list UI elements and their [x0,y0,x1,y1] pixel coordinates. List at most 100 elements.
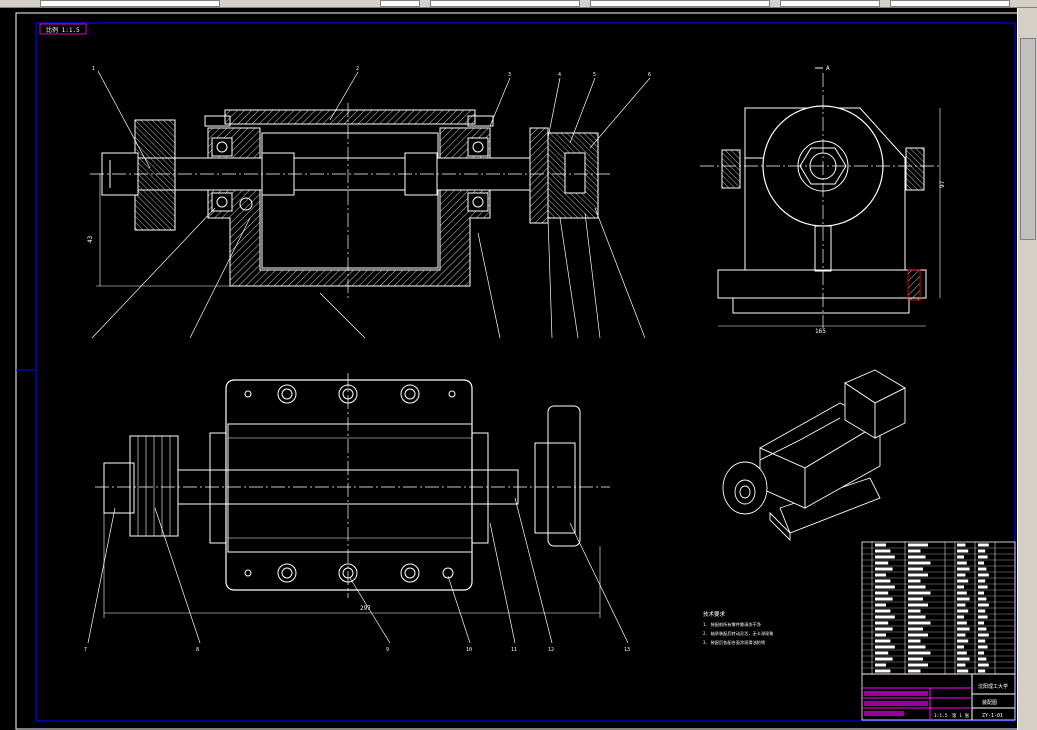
toolbar-plotstyle-dropdown[interactable] [890,0,1010,7]
svg-text:装配图: 装配图 [982,699,997,706]
parts-list-cell-text [978,549,986,553]
parts-list-cell-text [957,591,967,595]
parts-list-cell-text [908,669,921,673]
parts-list-cell-text [908,579,921,583]
parts-list-cell-text [875,615,895,619]
parts-list-cell-text [978,639,986,643]
parts-list-cell-text [908,609,921,613]
svg-text:1. 装配前所有零件需清洗干净: 1. 装配前所有零件需清洗干净 [703,621,761,628]
parts-list-cell-text [957,651,967,655]
parts-list-cell-text [957,543,966,547]
svg-text:2. 轴承装配后转动灵活，无卡滞现象: 2. 轴承装配后转动灵活，无卡滞现象 [703,630,773,637]
parts-list-cell-text [908,645,926,649]
parts-list-cell-text [957,579,969,583]
parts-list-cell-text [957,561,967,565]
front-section-view: 43 [87,103,610,298]
svg-text:1:1.5: 1:1.5 [934,713,948,719]
parts-list-cell-text [957,633,966,637]
parts-list-cell-text [957,639,969,643]
parts-list-cell-text [875,543,886,547]
parts-list-table [861,541,1016,675]
parts-list-cell-text [908,633,928,637]
parts-list-cell-text [875,573,886,577]
parts-list-cell-text [908,657,923,661]
toolbar-button[interactable] [380,0,420,7]
svg-text:第 1 张: 第 1 张 [952,712,970,719]
vertical-scrollbar[interactable] [1017,8,1037,730]
parts-list-cell-text [957,609,969,613]
parts-list-cell-text [875,639,891,643]
parts-list-cell-text [908,543,928,547]
parts-list-cell-text [978,663,989,667]
part-number-labels-top: 1 2 3 4 5 6 [92,66,651,78]
parts-list-cell-text [908,597,923,601]
parts-list-cell-text [978,555,988,559]
cad-drawing-canvas[interactable]: 比例 1:1.5 43 [0,8,1037,730]
toolbar-layer-dropdown[interactable] [40,0,220,7]
isometric-view [722,369,906,542]
toolbar-linetype-dropdown[interactable] [590,0,770,7]
parts-list-cell-text [957,549,969,553]
parts-list-cell-text [978,657,987,661]
parts-list-cell-text [875,603,886,607]
parts-list-cell-text [908,651,931,655]
parts-list-cell-text [875,663,886,667]
parts-list-cell-text [957,615,964,619]
parts-list-cell-text [908,555,926,559]
parts-list-cell-text [957,585,964,589]
parts-list-cell-text [908,663,928,667]
parts-list-cell-text [957,645,964,649]
parts-list-cell-text [875,579,891,583]
parts-list-cell-text [978,573,989,577]
scrollbar-thumb[interactable] [1020,38,1036,240]
parts-list-cell-text [957,555,964,559]
parts-list-cell-text [908,585,926,589]
parts-list-cell-text [978,609,986,613]
svg-text:6: 6 [648,72,651,78]
parts-list-cell-text [978,603,989,607]
leader-lines-top [91,70,651,339]
parts-list-cell-text [978,561,984,565]
parts-list-cell-text [875,549,891,553]
parts-list-cell-text [908,621,931,625]
parts-list-cell-text [875,561,889,565]
side-view: 97 165 A [700,65,946,335]
corner-tag: 比例 1:1.5 [39,23,87,35]
parts-list-cell-text [908,573,928,577]
parts-list-cell-text [978,651,984,655]
parts-list-cell-text [875,591,889,595]
parts-list-cell-text [875,633,886,637]
top-view: 297 [95,373,610,618]
sheet-border-inner [35,22,1016,722]
leader-lines-bottom [87,497,629,644]
parts-list-cell-text [875,657,893,661]
parts-list-cell-text [908,639,921,643]
parts-list-cell-text [978,579,986,583]
parts-list-cell-text [957,567,970,571]
parts-list-cell-text [875,645,895,649]
svg-text:7: 7 [84,647,87,653]
parts-list-cell-text [978,669,986,673]
parts-list-cell-text [957,627,970,631]
svg-text:11: 11 [511,647,517,653]
parts-list-cell-text [978,585,988,589]
part-number-labels-bottom: 7 8 9 10 11 12 13 [84,647,630,653]
parts-list-cell-text [978,597,987,601]
svg-text:4: 4 [558,72,561,78]
parts-list-cell-text [875,567,893,571]
parts-list-cell-text [908,603,928,607]
parts-list-cell-text [908,549,921,553]
parts-list-cell-text [875,597,893,601]
toolbar-color-dropdown[interactable] [430,0,580,7]
parts-list-cell-text [957,621,967,625]
svg-text:5: 5 [593,72,596,78]
toolbar-lineweight-dropdown[interactable] [780,0,880,7]
svg-text:比例 1:1.5: 比例 1:1.5 [46,26,80,34]
svg-text:97: 97 [939,180,946,188]
parts-list-cell-text [957,603,966,607]
parts-list-cell-text [978,567,987,571]
svg-text:43: 43 [87,235,94,243]
svg-text:3: 3 [508,72,511,78]
svg-text:10: 10 [466,647,472,653]
parts-list-cell-text [957,573,966,577]
